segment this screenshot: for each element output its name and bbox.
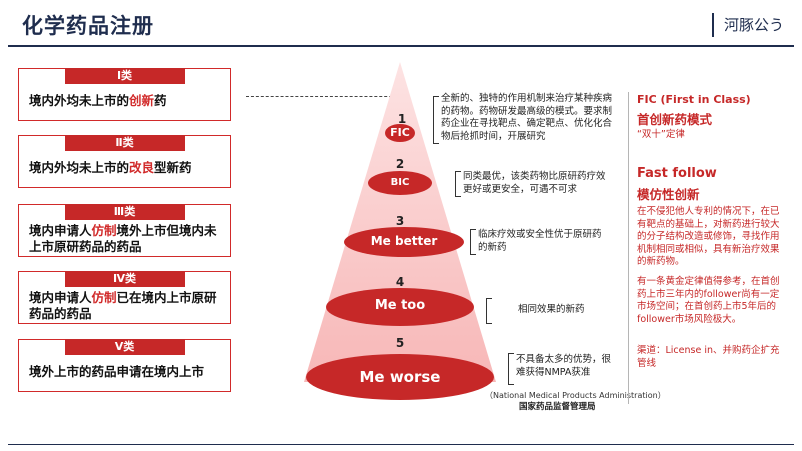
brace <box>486 298 492 324</box>
category-text: 境内外均未上市的改良型新药 <box>29 160 224 176</box>
tier-number-1: 1 <box>397 112 407 126</box>
category-text-post: 已在境内上市原研药品的药品 <box>29 290 217 321</box>
category-text-pre: 境内外均未上市的 <box>29 93 130 108</box>
brace <box>508 353 514 385</box>
category-box-5: Ⅴ类 境外上市的药品申请在境内上市 <box>18 339 231 392</box>
brand-logo: 河豚公う <box>711 13 784 37</box>
tier-label-me-too: Me too <box>374 298 426 313</box>
category-text-highlight: 改良 <box>129 160 155 175</box>
category-tag: Ⅴ类 <box>64 339 185 355</box>
brace <box>470 229 476 255</box>
tier-number-2: 2 <box>395 157 405 171</box>
header-divider <box>8 45 794 47</box>
brace <box>433 96 439 144</box>
tier-ellipse-bic <box>368 171 432 195</box>
fast-follow-title: Fast follow <box>637 166 717 181</box>
tier-ellipse-fic <box>385 124 415 142</box>
tier-label-bic: BIC <box>390 177 410 188</box>
tier-label-me-better: Me better <box>370 234 438 248</box>
category-tag: Ⅲ类 <box>64 204 185 220</box>
category-tag: Ⅳ类 <box>64 271 185 287</box>
tier-ellipse-me-worse <box>306 354 494 400</box>
fast-follow-desc-2: 有一条黄金定律值得参考，在首创药上市三年内的follower尚有一定市场空间；在… <box>637 276 780 325</box>
source-chinese: 国家药品监督管理局 <box>519 402 596 412</box>
source-english: （National Medical Products Administratio… <box>485 391 666 400</box>
page-title: 化学药品注册 <box>22 14 154 38</box>
category-text-highlight: 创新 <box>129 93 155 108</box>
fast-follow-subtitle: 模仿性创新 <box>637 187 700 202</box>
category-box-3: Ⅲ类 境内申请人仿制境外上市但境内未上市原研药品的药品 <box>18 204 231 257</box>
tier-desc-3: 临床疗效或安全性优于原研药的新药 <box>478 229 602 253</box>
fast-follow-desc-1: 在不侵犯他人专利的情况下，在已有靶点的基础上，对新药进行较大的分子结构改造或修饰… <box>637 206 780 267</box>
category-text-post: 境外上市但境内未上市原研药品的药品 <box>29 223 217 254</box>
tier-number-4: 4 <box>395 275 405 289</box>
tier-number-5: 5 <box>395 336 405 350</box>
tier-desc-2: 同类最优，该类药物比原研药疗效更好或更安全，可遇不可求 <box>463 171 606 195</box>
tier-ellipse-me-better <box>344 227 464 257</box>
right-panel-divider <box>628 92 629 404</box>
fic-subtitle: 首创新药模式 <box>637 112 713 127</box>
category-text-pre: 境内外均未上市的 <box>29 160 130 175</box>
category-text-post: 药 <box>154 93 167 108</box>
category-text-pre: 境外上市的药品申请在境内上市 <box>29 364 205 379</box>
category-text: 境内外均未上市的创新药 <box>29 93 224 109</box>
tier-label-fic: FIC <box>390 126 410 139</box>
fic-title: FIC (First in Class) <box>637 93 751 106</box>
category-text: 境内申请人仿制已在境内上市原研药品的药品 <box>29 290 224 322</box>
category-box-2: Ⅱ类 境内外均未上市的改良型新药 <box>18 135 231 188</box>
footer-divider <box>8 444 794 445</box>
brace <box>455 171 461 197</box>
connector-dashed-line <box>246 96 402 97</box>
tier-ellipse-me-too <box>326 288 474 326</box>
tier-desc-4: 相同效果的新药 <box>518 304 585 315</box>
fic-note: “双十”定律 <box>637 129 685 140</box>
category-text-pre: 境内申请人 <box>29 290 92 305</box>
category-box-4: Ⅳ类 境内申请人仿制已在境内上市原研药品的药品 <box>18 271 231 324</box>
category-text: 境外上市的药品申请在境内上市 <box>29 364 224 380</box>
category-text-highlight: 仿制 <box>91 290 117 305</box>
tier-desc-5: 不具备太多的优势，很难获得NMPA获准 <box>516 354 612 378</box>
category-tag: Ⅱ类 <box>64 135 185 151</box>
category-text-post: 型新药 <box>154 160 192 175</box>
category-tag: Ⅰ类 <box>64 68 185 84</box>
category-text-pre: 境内申请人 <box>29 223 92 238</box>
tier-number-3: 3 <box>395 214 405 228</box>
category-text-highlight: 仿制 <box>91 223 117 238</box>
fast-follow-desc-3: 渠道：License in、并购药企扩充管线 <box>637 345 780 369</box>
category-text: 境内申请人仿制境外上市但境内未上市原研药品的药品 <box>29 223 224 255</box>
category-box-1: Ⅰ类 境内外均未上市的创新药 <box>18 68 231 121</box>
drug-pyramid <box>304 62 496 400</box>
tier-desc-1: 全新的、独特的作用机制来治疗某种疾病的药物。药物研发最高级的模式。要求制药企业在… <box>441 93 613 142</box>
tier-label-me-worse: Me worse <box>359 368 441 386</box>
